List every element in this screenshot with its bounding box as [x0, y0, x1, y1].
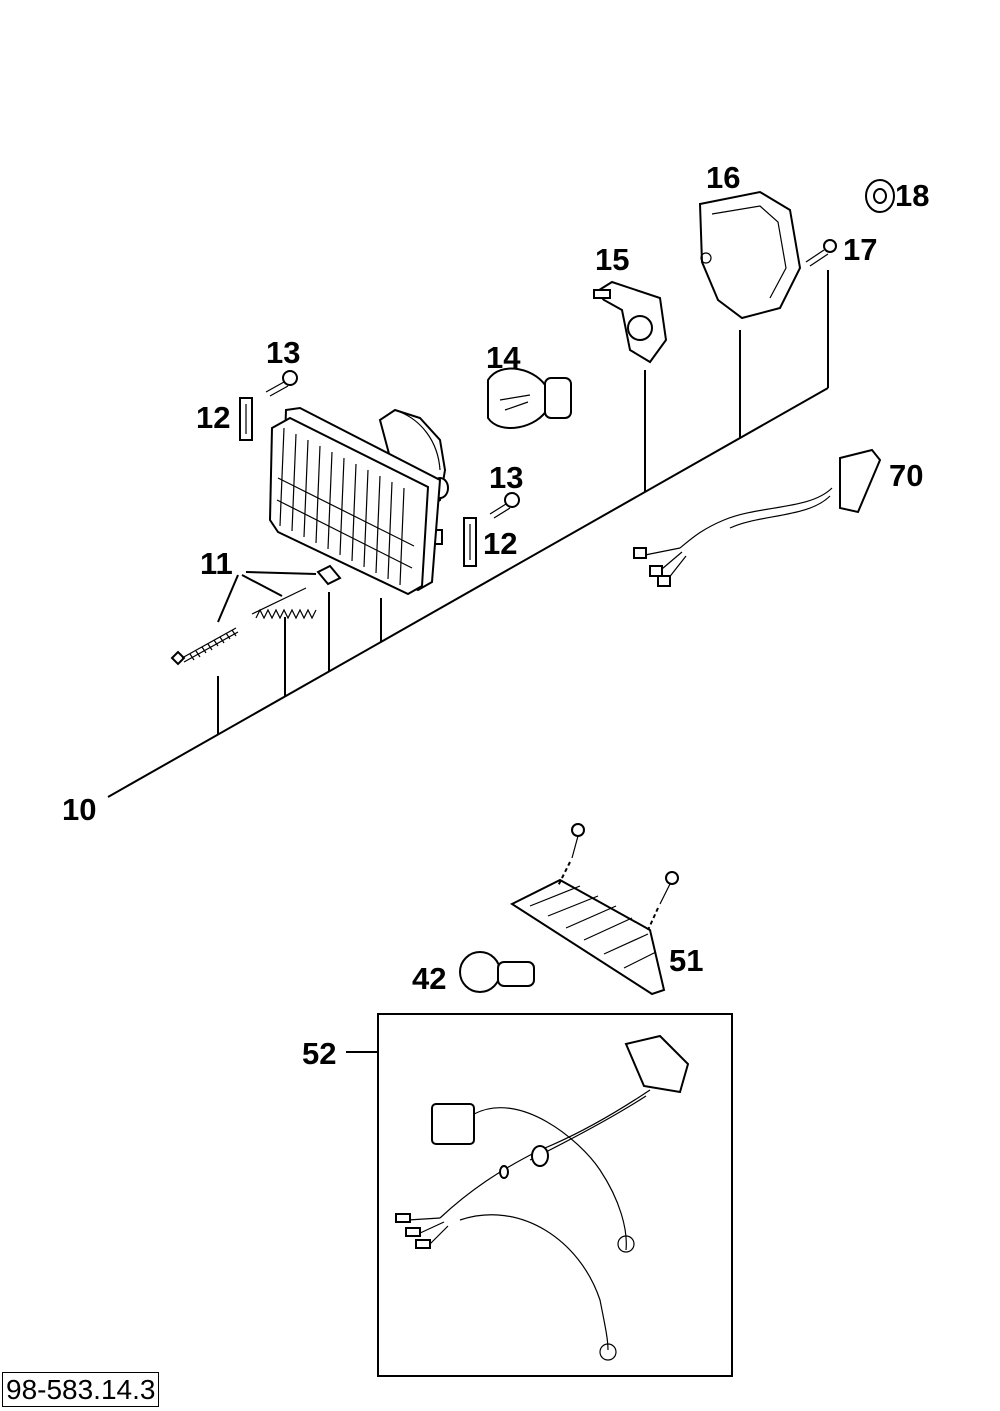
callout-labels: 10 11 12 12 13 13 14 15 16 17 18 42 51 5… [62, 160, 929, 1071]
screw-lower [489, 492, 520, 519]
callout-70: 70 [889, 458, 923, 493]
clip-lower [463, 517, 477, 567]
callout-13-upper: 13 [266, 335, 300, 370]
headlight-bulb [487, 367, 572, 430]
headlight-cover [698, 190, 802, 320]
callout-51: 51 [669, 943, 703, 978]
headlight-wiring-harness [633, 448, 882, 587]
callout-13-lower: 13 [489, 460, 523, 495]
tail-lamp-bulb [459, 951, 535, 993]
callout-15: 15 [595, 242, 629, 277]
screw-upper [265, 370, 298, 397]
callout-17: 17 [843, 232, 877, 267]
callout-18: 18 [895, 178, 929, 213]
tail-lamp-screw-left [557, 823, 585, 887]
callout-14: 14 [486, 340, 521, 375]
adjusting-screw-long [170, 627, 239, 666]
callout-16: 16 [706, 160, 740, 195]
adjusting-spring [251, 587, 317, 620]
callout-11: 11 [200, 546, 233, 581]
bulb-holder-bracket [593, 280, 668, 364]
callout-12-lower: 12 [483, 526, 517, 561]
tail-lamp-lens [509, 878, 666, 996]
rear-wiring-harness-box [346, 1013, 733, 1377]
cover-screw [805, 239, 837, 267]
callout-52: 52 [302, 1036, 336, 1071]
grommet [865, 179, 895, 213]
diagram-reference-number: 98-583.14.3 [2, 1372, 160, 1407]
callout-10: 10 [62, 792, 96, 827]
tail-lamp-screw-right [647, 871, 679, 931]
callout-42: 42 [412, 961, 446, 996]
adjusting-nut [316, 564, 342, 586]
headlight-assembly [268, 406, 449, 596]
assembly-leader-lines [107, 270, 829, 798]
callout-12-upper: 12 [196, 400, 230, 435]
clip-upper [239, 397, 253, 441]
